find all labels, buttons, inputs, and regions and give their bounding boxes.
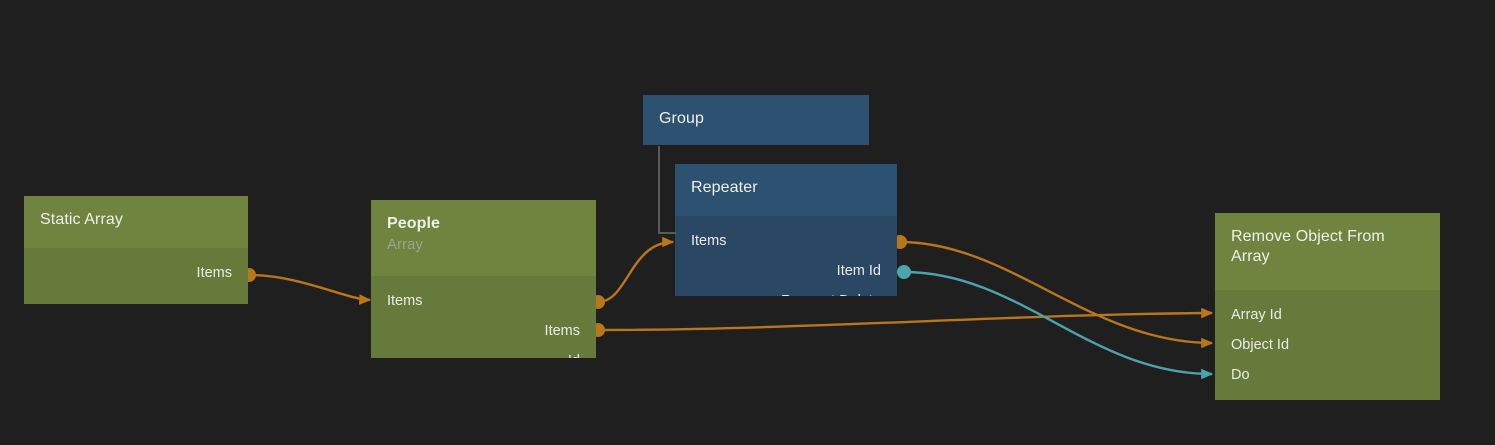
node-title-static-array: Static Array: [40, 211, 124, 228]
input-port-remove-object-from-array-array-id[interactable]: Array Id: [1231, 307, 1282, 323]
input-port-repeater-items[interactable]: Items: [691, 233, 727, 249]
node-subtitle-people: Array: [387, 236, 423, 253]
input-port-remove-object-from-array-object-id[interactable]: Object Id: [1231, 337, 1290, 353]
node-body-people: ItemsItemsId: [371, 276, 596, 358]
output-port-static-array-items[interactable]: Items: [196, 265, 232, 281]
node-header-remove-object-from-array[interactable]: Remove Object From Array: [1215, 213, 1440, 290]
output-port-repeater-item-id[interactable]: Item Id: [836, 263, 881, 279]
node-title-people: People: [387, 215, 441, 232]
group-to-repeater-bracket: [658, 146, 676, 234]
node-body-static-array: Items: [24, 248, 248, 304]
output-port-people-items[interactable]: Items: [544, 323, 580, 339]
node-title-group: Group: [659, 110, 704, 127]
node-header-static-array[interactable]: Static Array: [24, 196, 248, 248]
wire-repeater-requestdelete-to-do[interactable]: [903, 270, 1214, 380]
node-people[interactable]: PeopleArrayItemsItemsId: [371, 200, 596, 358]
port-dot-repeater-requestdelete-to-do[interactable]: [897, 265, 911, 279]
input-port-remove-object-from-array-do[interactable]: Do: [1231, 367, 1250, 383]
wire-repeater-itemid-to-object-id[interactable]: [899, 240, 1214, 349]
node-title-repeater: Repeater: [691, 179, 758, 196]
node-header-repeater[interactable]: Repeater: [675, 164, 897, 216]
output-port-repeater-request-delete[interactable]: Request Delete: [675, 286, 897, 296]
wire-static-items-to-people-items[interactable]: [248, 273, 372, 305]
node-body-remove-object-from-array: Array Id Object Id Do: [1215, 290, 1440, 400]
node-title-remove-object-from-array: Remove Object From Array: [1231, 228, 1385, 265]
output-port-people-id[interactable]: Id: [371, 346, 596, 358]
node-header-group[interactable]: Group: [643, 95, 869, 145]
input-port-people-items[interactable]: Items: [387, 293, 423, 309]
wire-people-items-to-repeater-items[interactable]: [597, 236, 675, 304]
node-group[interactable]: Group: [643, 95, 869, 145]
wire-people-id-to-array-id[interactable]: [597, 307, 1214, 332]
